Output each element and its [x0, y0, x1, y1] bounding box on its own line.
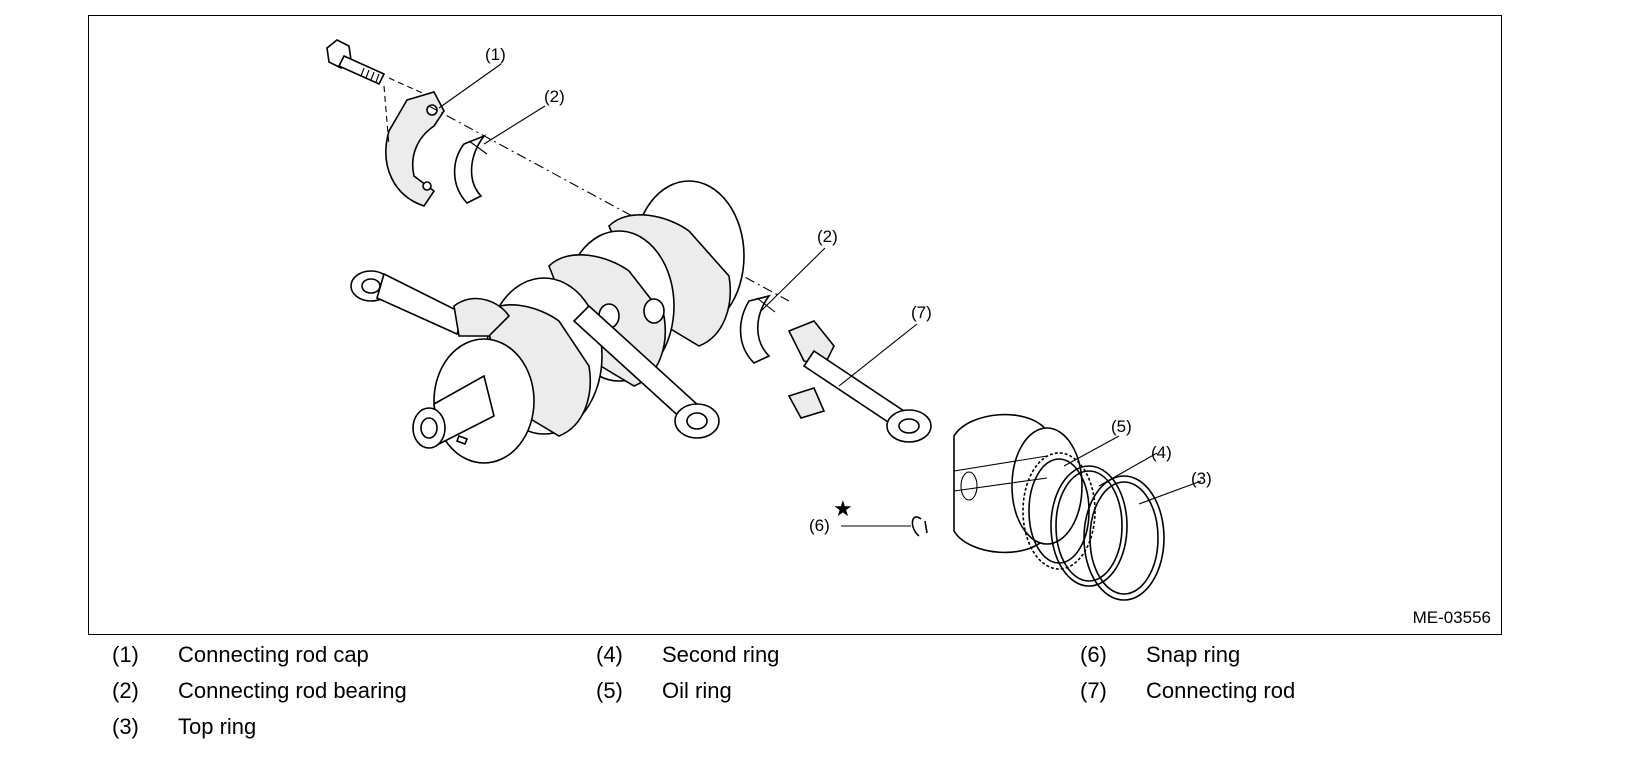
legend-number: (7) [1080, 678, 1107, 703]
connecting-rod-bearing-upper [453, 134, 488, 204]
snap-ring [911, 516, 928, 537]
legend-number: (2) [112, 678, 139, 703]
legend-number: (4) [596, 642, 623, 667]
top-ring [1083, 475, 1165, 601]
legend-number: (5) [596, 678, 623, 703]
legend-number: (1) [112, 642, 139, 667]
legend-label: Connecting rod [1146, 678, 1296, 703]
bolt [326, 39, 386, 86]
crankshaft [412, 180, 745, 464]
connecting-rod [787, 320, 932, 443]
connecting-rod-left [350, 270, 511, 337]
second-ring [1050, 465, 1128, 587]
legend-label: Oil ring [662, 678, 732, 703]
leader-lines [438, 63, 1202, 527]
star-icon: ★ [833, 496, 853, 521]
legend-label: Top ring [178, 714, 257, 739]
callout-5: (5) [1111, 417, 1132, 436]
connecting-rod-middle [572, 304, 720, 439]
figure-id: ME-03556 [1412, 608, 1491, 627]
connecting-rod-bearing-lower [739, 294, 776, 364]
callout-3: (3) [1191, 469, 1212, 488]
legend-label: Second ring [662, 642, 780, 667]
legend-label: Snap ring [1146, 642, 1241, 667]
callout-7: (7) [911, 303, 932, 322]
legend-label: Connecting rod bearing [178, 678, 407, 703]
callout-1: (1) [485, 45, 506, 64]
callout-2-lower: (2) [817, 227, 838, 246]
legend-number: (6) [1080, 642, 1107, 667]
diagram-drawing: (1) (2) (2) (7) (5) (4) (3) (6) ★ [326, 39, 1212, 601]
legend-label: Connecting rod cap [178, 642, 369, 667]
callout-6: (6) [809, 516, 830, 535]
callout-4: (4) [1151, 443, 1172, 462]
exploded-diagram: (1) (2) (2) (7) (5) (4) (3) (6) ★ ME-035… [88, 15, 1502, 635]
callout-2-upper: (2) [544, 87, 565, 106]
legend-number: (3) [112, 714, 139, 739]
